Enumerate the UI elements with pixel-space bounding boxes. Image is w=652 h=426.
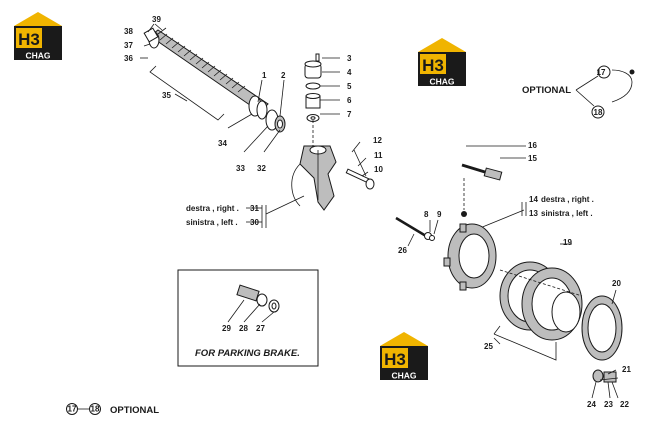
logo-text-top: H3 [422, 56, 444, 75]
bracket-21-24 [592, 369, 619, 383]
logo-text-bottom: CHAG [391, 371, 416, 381]
callout-18-bottom: 18 [91, 405, 100, 414]
callout-26: 26 [398, 246, 407, 255]
cap-stack [304, 53, 322, 148]
callout-29: 29 [222, 324, 231, 333]
label-right-31: destra , right . [186, 204, 239, 213]
logo-text-top: H3 [384, 350, 406, 369]
optional-hose [575, 69, 635, 107]
callout-3: 3 [347, 54, 352, 63]
callout-6: 6 [347, 96, 352, 105]
callout-25: 25 [484, 342, 493, 351]
callout-20: 20 [612, 279, 621, 288]
shift-fork [291, 145, 337, 211]
callout-28: 28 [239, 324, 248, 333]
callout-14: 14 [529, 195, 538, 204]
callout-17-top: 17 [597, 68, 606, 77]
leader-lines [140, 23, 619, 399]
logo-text-bottom: CHAG [429, 77, 454, 87]
callout-31: 31 [250, 204, 259, 213]
brand-logo-top-left: H3 CHAG [14, 12, 62, 61]
plate-left-right-bracket [479, 202, 527, 229]
label-left-13: sinistra , left . [541, 209, 593, 218]
friction-plate [443, 223, 497, 291]
splined-shaft [143, 23, 269, 120]
callout-24: 24 [587, 400, 596, 409]
callout-13: 13 [529, 209, 538, 218]
parking-brake-box [177, 269, 319, 367]
callout-32: 32 [257, 164, 266, 173]
callout-19: 19 [563, 238, 572, 247]
pin-assembly [345, 149, 375, 190]
callout-15: 15 [528, 154, 537, 163]
callout-35: 35 [162, 91, 171, 100]
callout-17-bottom: 17 [68, 405, 77, 414]
callout-30: 30 [250, 218, 259, 227]
label-right-14: destra , right . [541, 195, 594, 204]
callout-37: 37 [124, 41, 133, 50]
logo-text-top: H3 [18, 30, 40, 49]
callout-38: 38 [124, 27, 133, 36]
fork-left-right-bracket [261, 195, 305, 228]
shaft-bearing [265, 109, 286, 133]
optional-top-circles [591, 65, 611, 119]
callout-21: 21 [622, 365, 631, 374]
callout-1: 1 [262, 71, 267, 80]
logo-text-bottom: CHAG [25, 51, 50, 61]
callout-numbers: 39 38 37 36 35 34 33 32 1 2 3 4 5 6 7 12… [68, 15, 632, 414]
shaft-bracket-line [149, 65, 225, 121]
label-parking-brake: FOR PARKING BRAKE. [195, 348, 300, 359]
label-optional-bottom: OPTIONAL [110, 405, 159, 416]
bolt-26 [395, 216, 435, 241]
callout-22: 22 [620, 400, 629, 409]
brake-pack [493, 261, 623, 361]
brand-logo-bottom-center: H3 CHAG [380, 332, 428, 381]
callout-4: 4 [347, 68, 352, 77]
brand-logo-top-center: H3 CHAG [418, 38, 466, 87]
callout-18-top: 18 [594, 108, 603, 117]
label-optional-top: OPTIONAL [522, 85, 571, 96]
callout-10: 10 [374, 165, 383, 174]
label-left-30: sinistra , left . [186, 218, 238, 227]
callout-12: 12 [373, 136, 382, 145]
callout-8: 8 [424, 210, 429, 219]
callout-39: 39 [152, 15, 161, 24]
callout-9: 9 [437, 210, 442, 219]
callout-33: 33 [236, 164, 245, 173]
callout-2: 2 [281, 71, 286, 80]
callout-11: 11 [374, 151, 383, 160]
text-labels: destra , right . 31 sinistra , left . 30… [110, 85, 594, 416]
callout-16: 16 [528, 141, 537, 150]
callout-36: 36 [124, 54, 133, 63]
callout-27: 27 [256, 324, 265, 333]
callout-34: 34 [218, 139, 227, 148]
callout-7: 7 [347, 110, 352, 119]
shaft-15-16 [461, 163, 503, 217]
callout-5: 5 [347, 82, 352, 91]
callout-23: 23 [604, 400, 613, 409]
optional-legend-circles [66, 403, 101, 415]
